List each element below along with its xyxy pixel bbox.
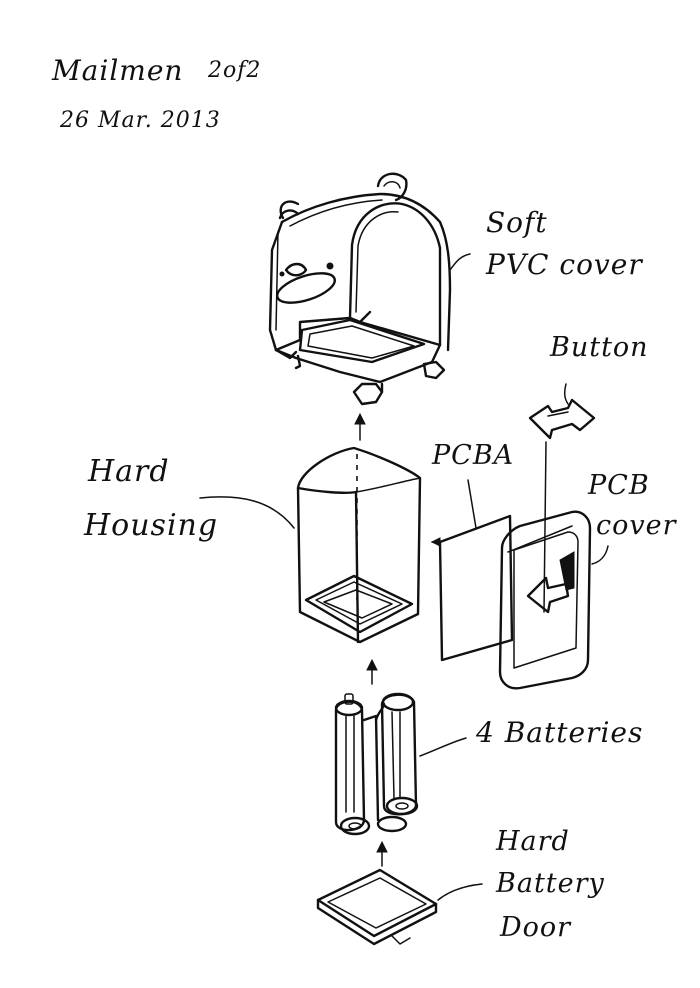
assembly-arrow-1 [354, 412, 366, 441]
sheet-date: 26 Mar. 2013 [60, 108, 221, 133]
soft-pvc-cover [268, 172, 471, 406]
pcba-board [430, 479, 514, 662]
label-hard-housing-1: Hard [88, 454, 170, 489]
pcb-cover [498, 510, 609, 690]
label-battery-door-2: Battery [496, 868, 605, 899]
battery-door [316, 868, 483, 946]
page-indicator: 2of2 [208, 58, 262, 83]
label-battery-door-3: Door [500, 912, 572, 943]
label-battery-door-1: Hard [496, 826, 570, 857]
button-part [528, 383, 596, 613]
hard-housing [199, 446, 422, 644]
label-button: Button [550, 332, 649, 363]
label-batteries: 4 Batteries [476, 716, 644, 749]
assembly-arrow-3 [376, 840, 388, 867]
label-pcb-cover-2: cover [596, 510, 677, 541]
batteries-part [334, 692, 467, 836]
label-hard-housing-2: Housing [84, 508, 219, 543]
label-soft-cover-1: Soft [486, 206, 548, 239]
label-soft-cover-2: PVC cover [486, 248, 643, 281]
label-pcb-cover-1: PCB [588, 470, 650, 501]
sheet-title: Mailmen [52, 54, 184, 87]
assembly-arrow-2 [366, 658, 378, 685]
label-pcba: PCBA [432, 440, 515, 471]
